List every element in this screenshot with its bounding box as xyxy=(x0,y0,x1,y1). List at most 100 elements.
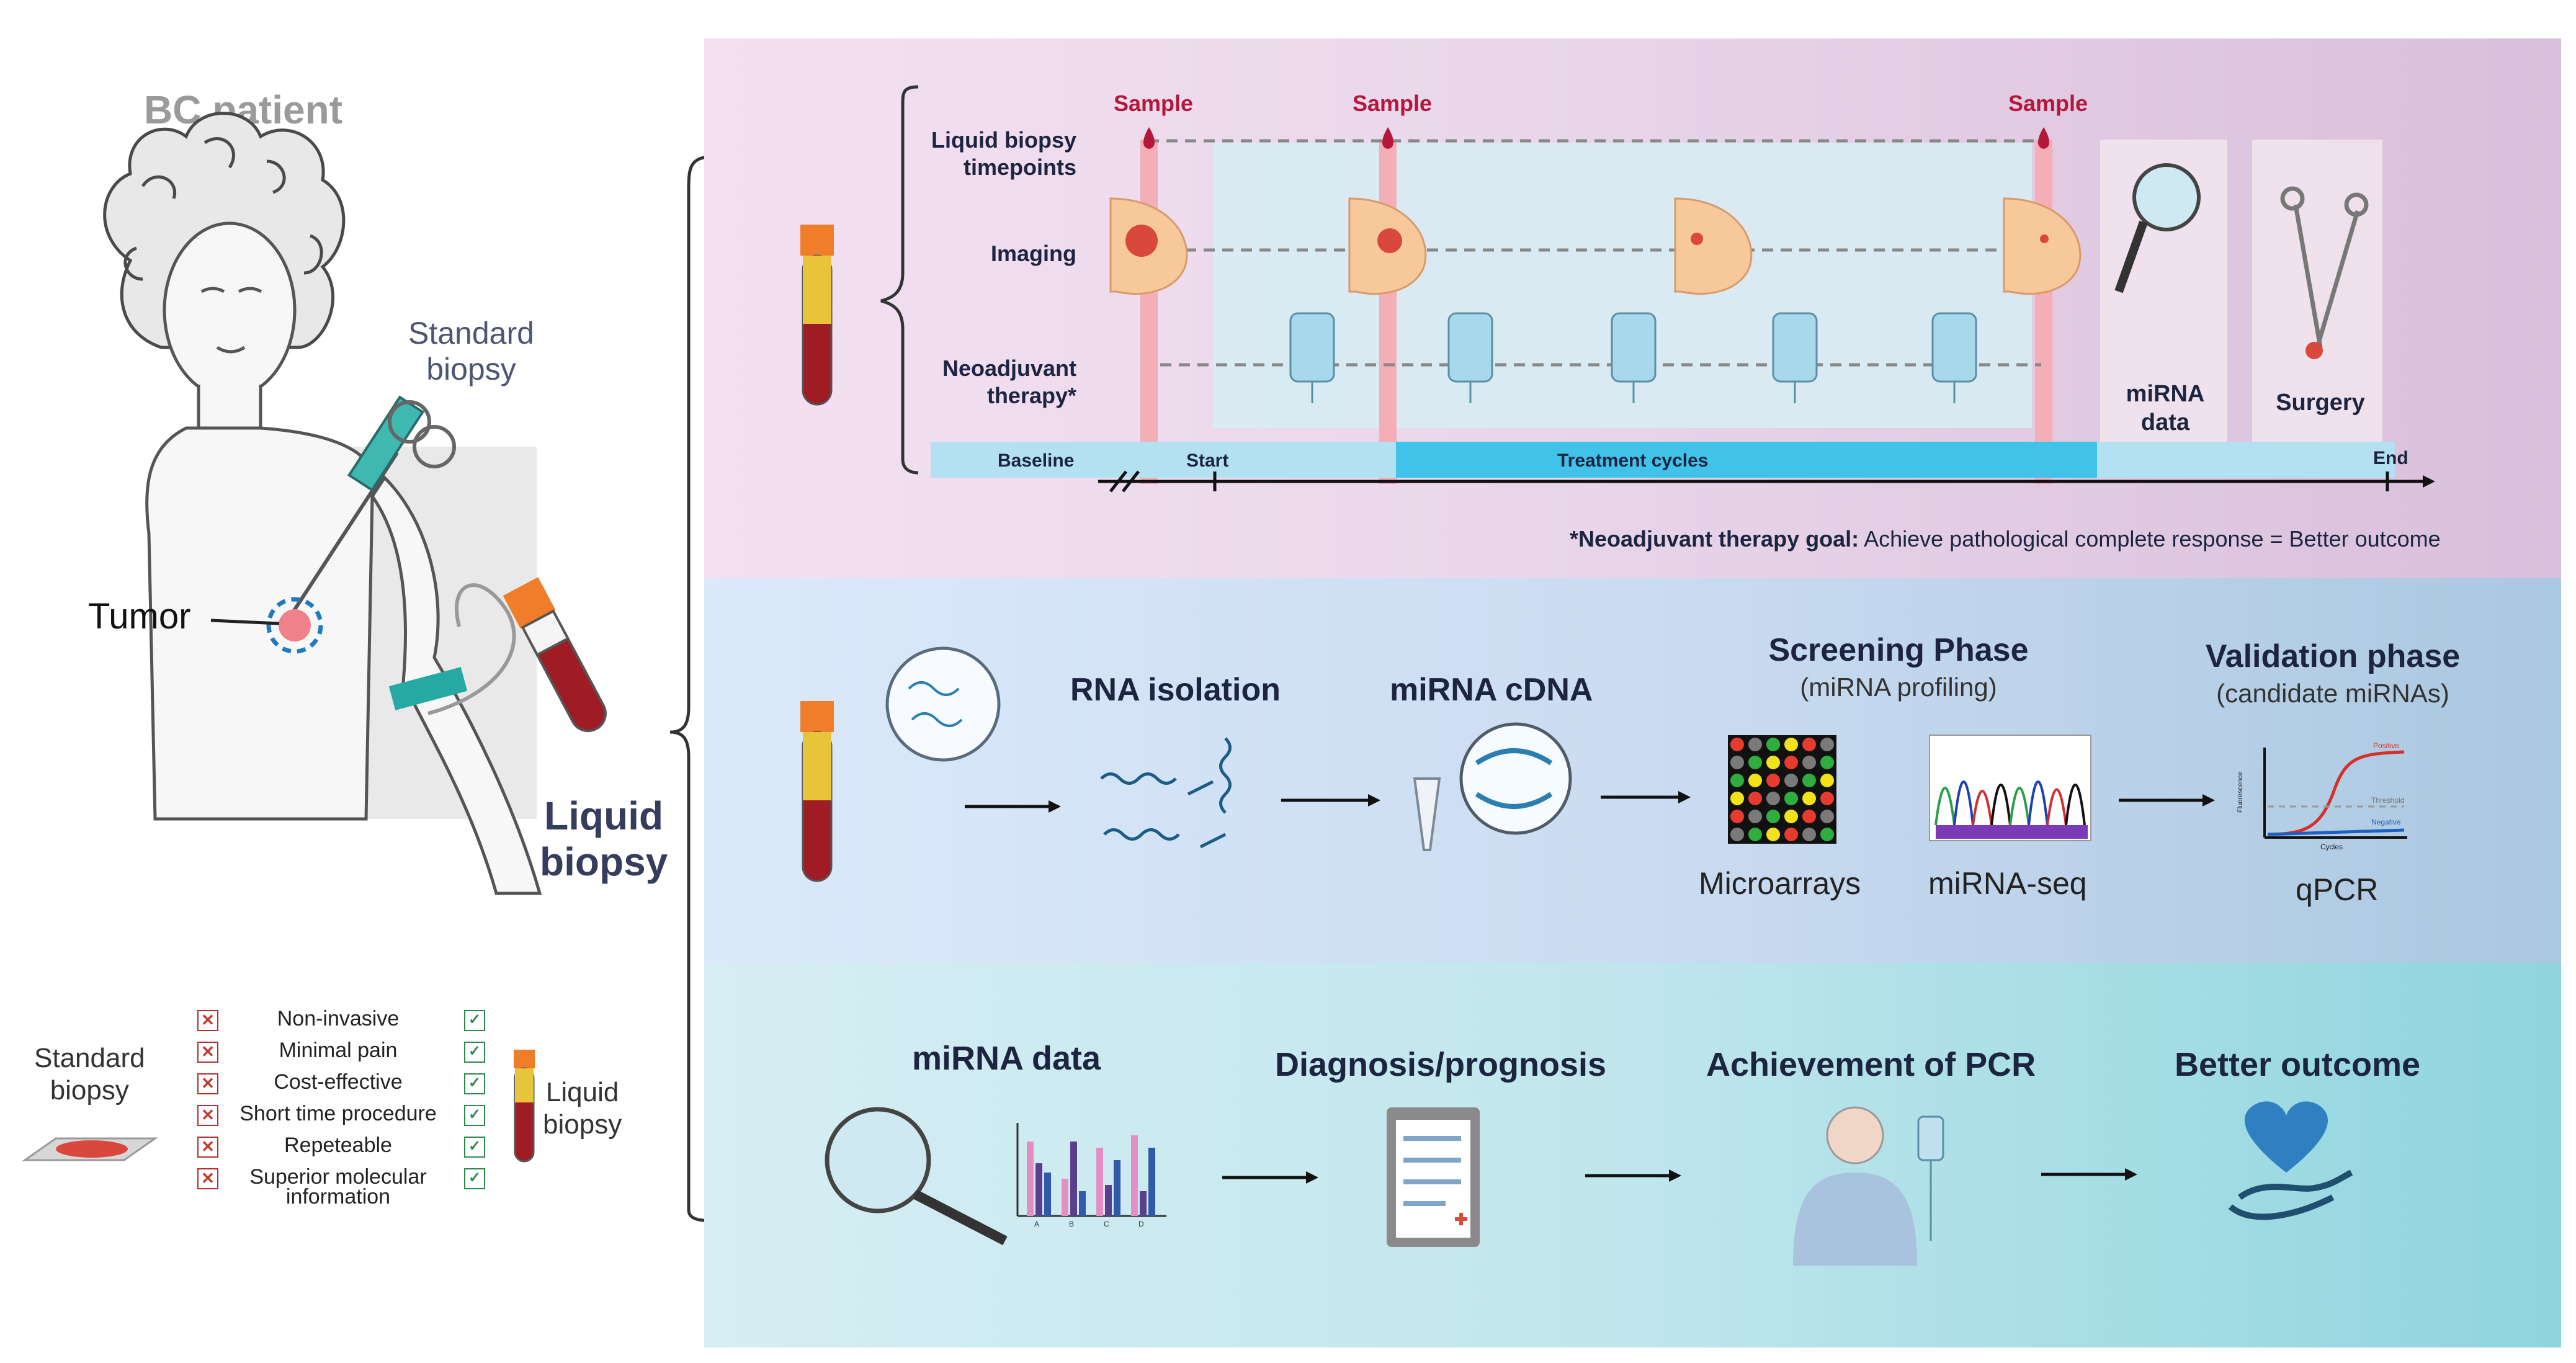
tumor-marker xyxy=(266,597,323,654)
bar-xlabel: C xyxy=(1104,1220,1109,1228)
standard-biopsy-label: Standard biopsy xyxy=(408,316,534,387)
microarray-spot xyxy=(1748,756,1762,769)
bar-mark xyxy=(1035,1163,1042,1216)
criterion-label: Non-invasive xyxy=(277,1007,400,1030)
qpcr-positive: Positive xyxy=(2373,741,2400,750)
microarray-icon xyxy=(1728,735,1836,844)
check-icon: ✓ xyxy=(464,1137,485,1158)
microarray-spot xyxy=(1766,756,1780,769)
bar-mark xyxy=(1131,1135,1138,1216)
qpcr-label: qPCR xyxy=(2296,872,2379,907)
arm xyxy=(370,475,542,895)
mirna-seq-label: miRNA-seq xyxy=(1928,866,2087,901)
tissue-slide-icon xyxy=(22,1137,158,1161)
microarray-spot xyxy=(1748,792,1762,805)
qpcr-negative: Negative xyxy=(2371,818,2401,826)
qpcr-positive-curve xyxy=(2267,750,2405,836)
tumor-label: Tumor xyxy=(88,596,191,637)
check-icon: ✓ xyxy=(464,1042,485,1063)
microtube-icon xyxy=(1413,777,1441,851)
cross-icon: ✕ xyxy=(197,1010,218,1031)
microarray-spot xyxy=(1766,810,1780,823)
validation-phase-subtitle: (candidate miRNAs) xyxy=(2216,679,2449,708)
row-label-neoadjuvant: Neoadjuvant therapy* xyxy=(942,355,1076,408)
cdna-icon xyxy=(1475,748,1553,809)
mirna-data-outcome-label: miRNA data xyxy=(912,1040,1101,1077)
microarray-spot xyxy=(1784,828,1798,841)
microarray-spot xyxy=(1784,774,1798,787)
screening-graphics xyxy=(800,646,2407,882)
sample-label: Sample xyxy=(2008,91,2088,116)
check-icon: ✓ xyxy=(464,1010,485,1031)
brace-icon xyxy=(669,154,717,1223)
microarray-spot xyxy=(1820,810,1834,823)
arrow-icon xyxy=(1222,1173,2131,1179)
liquid-biopsy-label: Liquid biopsy xyxy=(540,793,668,884)
microarray-spot xyxy=(1820,756,1834,769)
microarray-spot xyxy=(1784,756,1798,769)
bar-mark xyxy=(1070,1142,1077,1216)
comparison-right-label: Liquid biopsy xyxy=(543,1077,622,1140)
microarray-spot xyxy=(1820,738,1834,751)
check-icon: ✓ xyxy=(464,1073,485,1094)
microarray-spot xyxy=(1820,774,1834,787)
breast-imaging-icon xyxy=(1109,197,1188,295)
breast-imaging-icon xyxy=(1674,197,1753,295)
microarray-spot xyxy=(1802,738,1816,751)
pcr-label: Achievement of PCR xyxy=(1706,1046,2036,1083)
bar-mark xyxy=(1062,1179,1068,1216)
cross-icon: ✕ xyxy=(197,1137,218,1158)
blood-tube-icon xyxy=(800,225,834,406)
microarray-spot xyxy=(1730,756,1744,769)
cross-icon: ✕ xyxy=(197,1042,218,1063)
mirna-data-label: miRNA data xyxy=(2126,381,2205,436)
check-icon: ✓ xyxy=(464,1168,485,1189)
sample-label: Sample xyxy=(1353,91,1433,116)
microarray-spot xyxy=(1820,828,1834,841)
validation-phase-title: Validation phase xyxy=(2205,638,2461,674)
check-icon: ✓ xyxy=(464,1105,485,1126)
diagnosis-label: Diagnosis/prognosis xyxy=(1275,1046,1607,1083)
microarray-spot xyxy=(1748,774,1762,787)
patient-illustration xyxy=(103,112,607,895)
bar-xlabel: B xyxy=(1069,1220,1075,1228)
microarray-spot xyxy=(1730,828,1744,841)
criterion-label: Short time procedure xyxy=(239,1102,437,1125)
tumor-icon xyxy=(279,609,311,641)
magnifier-icon xyxy=(2114,163,2201,293)
surgery-label: Surgery xyxy=(2276,390,2365,416)
timeline-graphics xyxy=(800,85,2435,493)
microarray-spot xyxy=(1802,810,1816,823)
microarray-spot xyxy=(1766,828,1780,841)
cross-icon: ✕ xyxy=(197,1168,218,1189)
microarray-spot xyxy=(1802,828,1816,841)
outcome-panel xyxy=(704,963,2561,1347)
magnifier-icon xyxy=(825,1107,1008,1246)
blood-tube-icon xyxy=(503,577,607,733)
tourniquet xyxy=(388,667,468,710)
bar-mark xyxy=(1114,1160,1120,1216)
blood-drop-icon xyxy=(1143,127,1155,149)
mirna-cdna-label: miRNA cDNA xyxy=(1390,672,1593,708)
cross-icon: ✕ xyxy=(197,1105,218,1126)
qpcr-threshold: Threshold xyxy=(2371,796,2405,805)
rna-isolation-label: RNA isolation xyxy=(1070,672,1281,708)
cross-icon: ✕ xyxy=(197,1073,218,1094)
microarray-spot xyxy=(1748,828,1762,841)
axis-label-treatment-cycles: Treatment cycles xyxy=(1557,450,1709,471)
axis-label-end: End xyxy=(2373,448,2408,468)
bar-mark xyxy=(1044,1173,1051,1216)
timeline-footnote: *Neoadjuvant therapy goal: Achieve patho… xyxy=(1570,526,2441,552)
iv-bag-icon xyxy=(1289,312,1977,403)
sample-label: Sample xyxy=(1114,91,1194,116)
row-label-liquid-biopsy: Liquid biopsy timepoints xyxy=(931,127,1076,180)
microarray-spot xyxy=(1784,738,1798,751)
bar-mark xyxy=(1027,1142,1034,1216)
qpcr-xlabel: Cycles xyxy=(2320,842,2343,851)
footnote-rest: Achieve pathological complete response =… xyxy=(1859,526,2441,552)
blood-drop-icon xyxy=(1382,127,1393,149)
bar-xlabel: D xyxy=(1138,1220,1144,1228)
microarray-spot xyxy=(1802,792,1816,805)
criterion-label: Minimal pain xyxy=(279,1039,398,1062)
microarray-spot xyxy=(1820,792,1834,805)
